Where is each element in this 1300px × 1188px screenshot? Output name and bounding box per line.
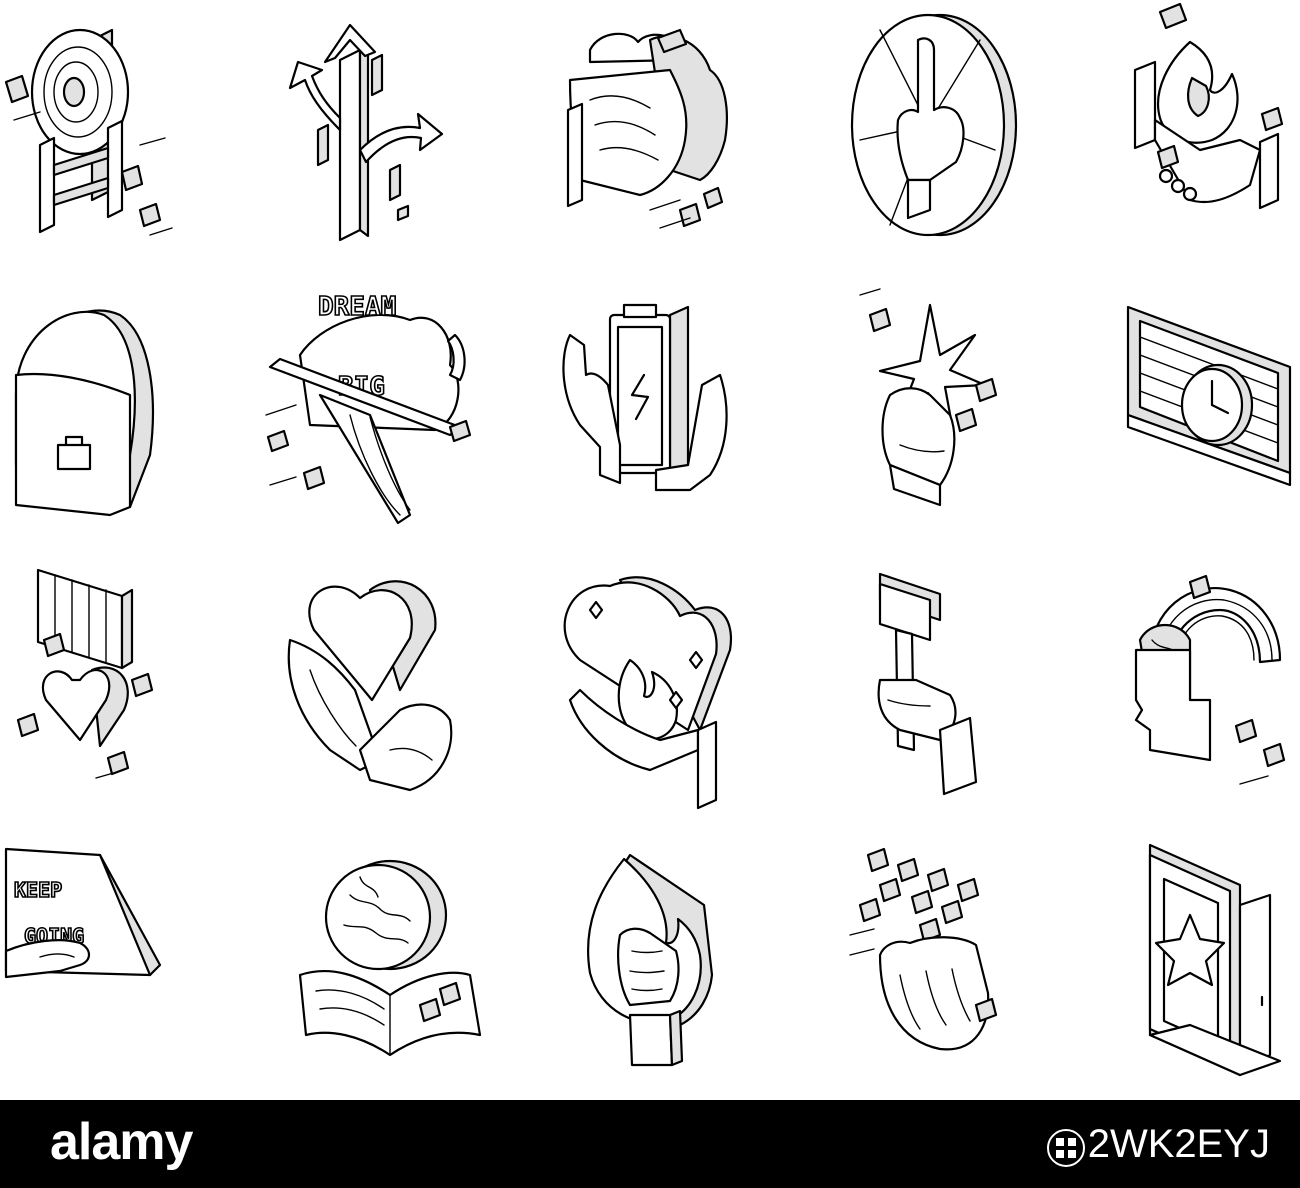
hand-with-flame-heart-icon: [520, 550, 780, 825]
target-on-ladder-icon: [0, 0, 260, 275]
dream-big-cloud-icon: DREAM BIG: [260, 275, 520, 550]
head-with-briefcase-icon: [0, 275, 260, 550]
brick-wall-clock-icon: [1040, 275, 1300, 550]
handshake-with-flame-icon: [1040, 0, 1300, 275]
finger-snap-spark-icon: [780, 275, 1040, 550]
hands-holding-heart-icon: [260, 550, 520, 825]
medal-heart-ribbon-icon: [0, 550, 260, 825]
hand-on-clouds-icon: [520, 0, 780, 275]
image-id-label: 2WK2EYJ: [1087, 1122, 1270, 1166]
finger-pointing-up-circle-icon: [780, 0, 1040, 275]
footer-bar: alamy 2WK2EYJ: [0, 1100, 1300, 1188]
brand-mark-icon: [1047, 1129, 1085, 1167]
brand-logo[interactable]: alamy: [50, 1113, 193, 1171]
fist-with-stars-icon: [780, 825, 1040, 1100]
brain-rainbow-head-icon: [1040, 550, 1300, 825]
hands-holding-battery-icon: [520, 275, 780, 550]
door-with-star-icon: [1040, 825, 1300, 1100]
keep-lettering: KEEP: [14, 878, 62, 902]
keep-going-sign-icon: KEEP GOING: [0, 825, 260, 1100]
brain-over-open-book-icon: [260, 825, 520, 1100]
dream-lettering: DREAM: [318, 292, 396, 322]
icon-grid: DREAM BIG: [0, 0, 1300, 1100]
branching-arrows-choice-icon: [260, 0, 520, 275]
fist-in-flame-icon: [520, 825, 780, 1100]
hand-holding-hammer-icon: [780, 550, 1040, 825]
